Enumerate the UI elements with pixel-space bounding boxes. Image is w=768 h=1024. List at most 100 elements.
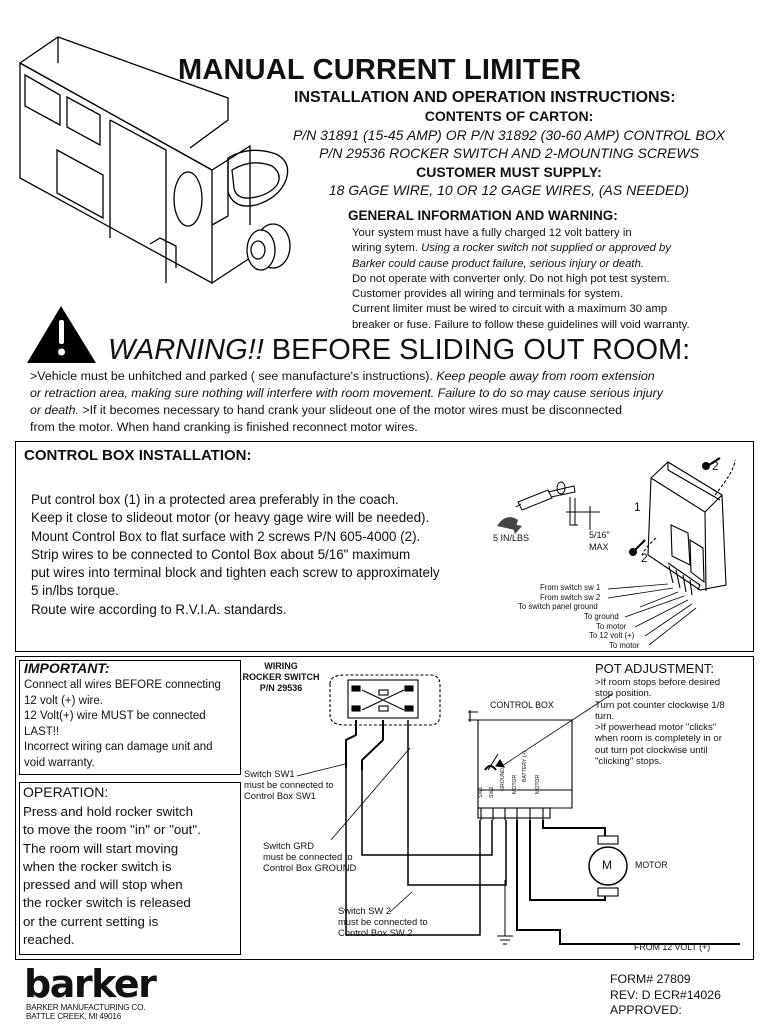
operation-line: the rocker switch is released <box>23 895 191 911</box>
grd-note: Switch GRD must be connected to Control … <box>263 840 356 873</box>
sw2-note-line: Control Box SW 2 <box>338 927 413 938</box>
general-line: Do not operate with converter only. Do n… <box>352 272 670 285</box>
motor-label: MOTOR <box>635 860 668 870</box>
installation-body: Put control box (1) in a protected area … <box>31 491 440 619</box>
general-line: Customer provides all wiring and termina… <box>352 288 624 301</box>
page-title: MANUAL CURRENT LIMITER <box>178 54 582 86</box>
contents-line-2: P/N 29536 ROCKER SWITCH AND 2-MOUNTING S… <box>319 145 699 161</box>
operation-heading: OPERATION: <box>23 784 109 800</box>
operation-line: reached. <box>23 932 75 948</box>
general-line: wiring sytem. Using a rocker switch not … <box>352 241 690 256</box>
operation-line: or the current setting is <box>23 913 159 929</box>
sw1-note-line: must be connected to <box>244 779 334 790</box>
operation-line: when the rocker switch is <box>23 858 172 874</box>
page-subtitle: INSTALLATION AND OPERATION INSTRUCTIONS: <box>294 89 676 106</box>
wire-label: To motor <box>596 622 627 631</box>
grd-note-line: Switch GRD <box>263 840 315 851</box>
general-line: Barker could cause product failure, seri… <box>352 257 644 270</box>
general-line-italic: Using a rocker switch not supplied or ap… <box>421 242 671 255</box>
rocker-switch-title-line: P/N 29536 <box>259 683 303 693</box>
grd-note-line: Control Box GROUND <box>263 862 357 873</box>
operation-line: The room will start moving <box>23 840 179 856</box>
motor-symbol: M <box>602 858 612 872</box>
warning-title: WARNING!! BEFORE SLIDING OUT ROOM: <box>108 334 690 367</box>
operation-line: Press and hold rocker switch <box>23 804 193 819</box>
pot-line: Turn pot counter clockwise 1/8 <box>595 699 725 711</box>
operation-line: pressed and will stop when <box>23 877 183 893</box>
important-line: LAST!! <box>24 725 60 738</box>
important-line: 12 Volt(+) wire MUST be connected <box>24 710 206 723</box>
slideout-room-illustration <box>19 36 291 285</box>
callout-1: 1 <box>634 500 641 514</box>
form-number: FORM# 27809 <box>610 972 691 986</box>
warning-title-a: WARNING!! <box>108 334 264 366</box>
from-12-volt-label: FROM 12 VOLT (+) <box>634 942 711 952</box>
terminal-label: GROUND <box>500 767 506 791</box>
control-box-label: CONTROL BOX <box>490 700 554 710</box>
pot-line: when room is completely in or <box>595 733 722 745</box>
callout-2: 2 <box>712 459 719 473</box>
revision: REV: D ECR#14026 <box>610 987 721 1002</box>
warning-line: or death. >If it becomes necessary to ha… <box>30 402 663 419</box>
operation-line: to move the room "in" or "out". <box>23 822 201 838</box>
warning-triangle-icon <box>27 306 96 363</box>
warning-title-b: BEFORE SLIDING OUT ROOM: <box>263 334 691 366</box>
warning-line: >Vehicle must be unhitched and parked ( … <box>30 368 663 385</box>
installation-line: put wires into terminal block and tighte… <box>31 565 440 581</box>
general-line: breaker or fuse. Failure to follow these… <box>352 318 690 331</box>
rocker-switch-title-line: ROCKER SWITCH <box>242 672 320 682</box>
warning-line-part: >Vehicle must be unhitched and parked ( … <box>30 369 437 383</box>
important-box <box>19 660 241 775</box>
general-line-part: wiring sytem. <box>352 242 422 255</box>
important-line: Incorrect wiring can damage unit and <box>24 741 213 754</box>
important-line: Connect all wires BEFORE connecting <box>24 679 221 691</box>
pot-line: >If room stops before desired <box>595 677 721 688</box>
company-address: BARKER MANUFACTURING CO. BATTLE CREEK, M… <box>26 1003 146 1021</box>
installation-line: Route wire according to R.V.I.A. standar… <box>31 601 287 617</box>
terminal-label: SW1 <box>478 786 484 798</box>
important-line: 12 volt (+) wire. <box>24 694 103 707</box>
wiring-diagram <box>296 674 740 945</box>
wire-leader-lines <box>607 583 697 646</box>
sw2-note-line: must be connected to <box>338 916 428 927</box>
terminal-label: BATTERY (+) <box>522 750 528 782</box>
installation-line: 5 in/lbs torque. <box>31 583 119 599</box>
installation-line: Put control box (1) in a protected area … <box>31 492 399 507</box>
rocker-switch-title-line: WIRING <box>264 661 298 671</box>
sw1-note-line: Switch SW1 <box>244 768 295 779</box>
operation-box <box>19 782 241 955</box>
wiring-panel <box>15 656 754 960</box>
installation-line: Mount Control Box to flat surface with 2… <box>31 528 421 544</box>
operation-body: Press and hold rocker switch to move the… <box>23 803 201 949</box>
sw2-note: Switch SW 2 must be connected to Control… <box>338 905 428 938</box>
pot-adjustment-body: >If room stops before desired stop posit… <box>595 677 725 767</box>
general-line: Your system must have a fully charged 12… <box>352 227 632 239</box>
terminal-labels: SW1 SW2 GROUND MOTOR BATTERY (+) MOTOR <box>478 751 550 808</box>
strip-max-label: MAX <box>589 542 609 552</box>
general-line: Current limiter must be wired to circuit… <box>352 303 668 316</box>
rocker-switch-title: WIRING ROCKER SWITCH P/N 29536 <box>236 661 326 694</box>
pot-line: "clicking" stops. <box>595 756 662 768</box>
company-line: BATTLE CREEK, MI 49016 <box>26 1012 122 1021</box>
pot-adjustment-heading: POT ADJUSTMENT: <box>595 661 714 676</box>
torque-arrow-icon <box>497 517 522 534</box>
wire-label: To switch panel ground <box>518 602 598 611</box>
important-line: void warranty. <box>24 756 95 769</box>
mounting-screw-icon <box>629 457 721 556</box>
warning-line: or retraction area, making sure nothing … <box>30 386 663 400</box>
torque-label: 5 IN/LBS <box>493 533 530 543</box>
callout-2: 2 <box>641 551 648 565</box>
sw1-note: Switch SW1 must be connected to Control … <box>244 768 334 801</box>
important-heading: IMPORTANT: <box>24 660 110 676</box>
barker-logo: barker <box>24 962 157 1006</box>
wire-label: From switch sw 1 <box>540 583 601 592</box>
general-body: Your system must have a fully charged 12… <box>352 226 690 333</box>
control-box-installation-drawing <box>641 459 736 596</box>
sw2-note-line: Switch SW 2 <box>338 905 392 916</box>
form-info: FORM# 27809 REV: D ECR#14026 APPROVED: <box>610 972 721 1019</box>
installation-line: Keep it close to slideout motor (or heav… <box>31 510 430 526</box>
installation-line: Strip wires to be connected to Contol Bo… <box>31 546 411 562</box>
installation-heading: CONTROL BOX INSTALLATION: <box>24 447 252 464</box>
wire-strip-icon <box>556 481 600 530</box>
